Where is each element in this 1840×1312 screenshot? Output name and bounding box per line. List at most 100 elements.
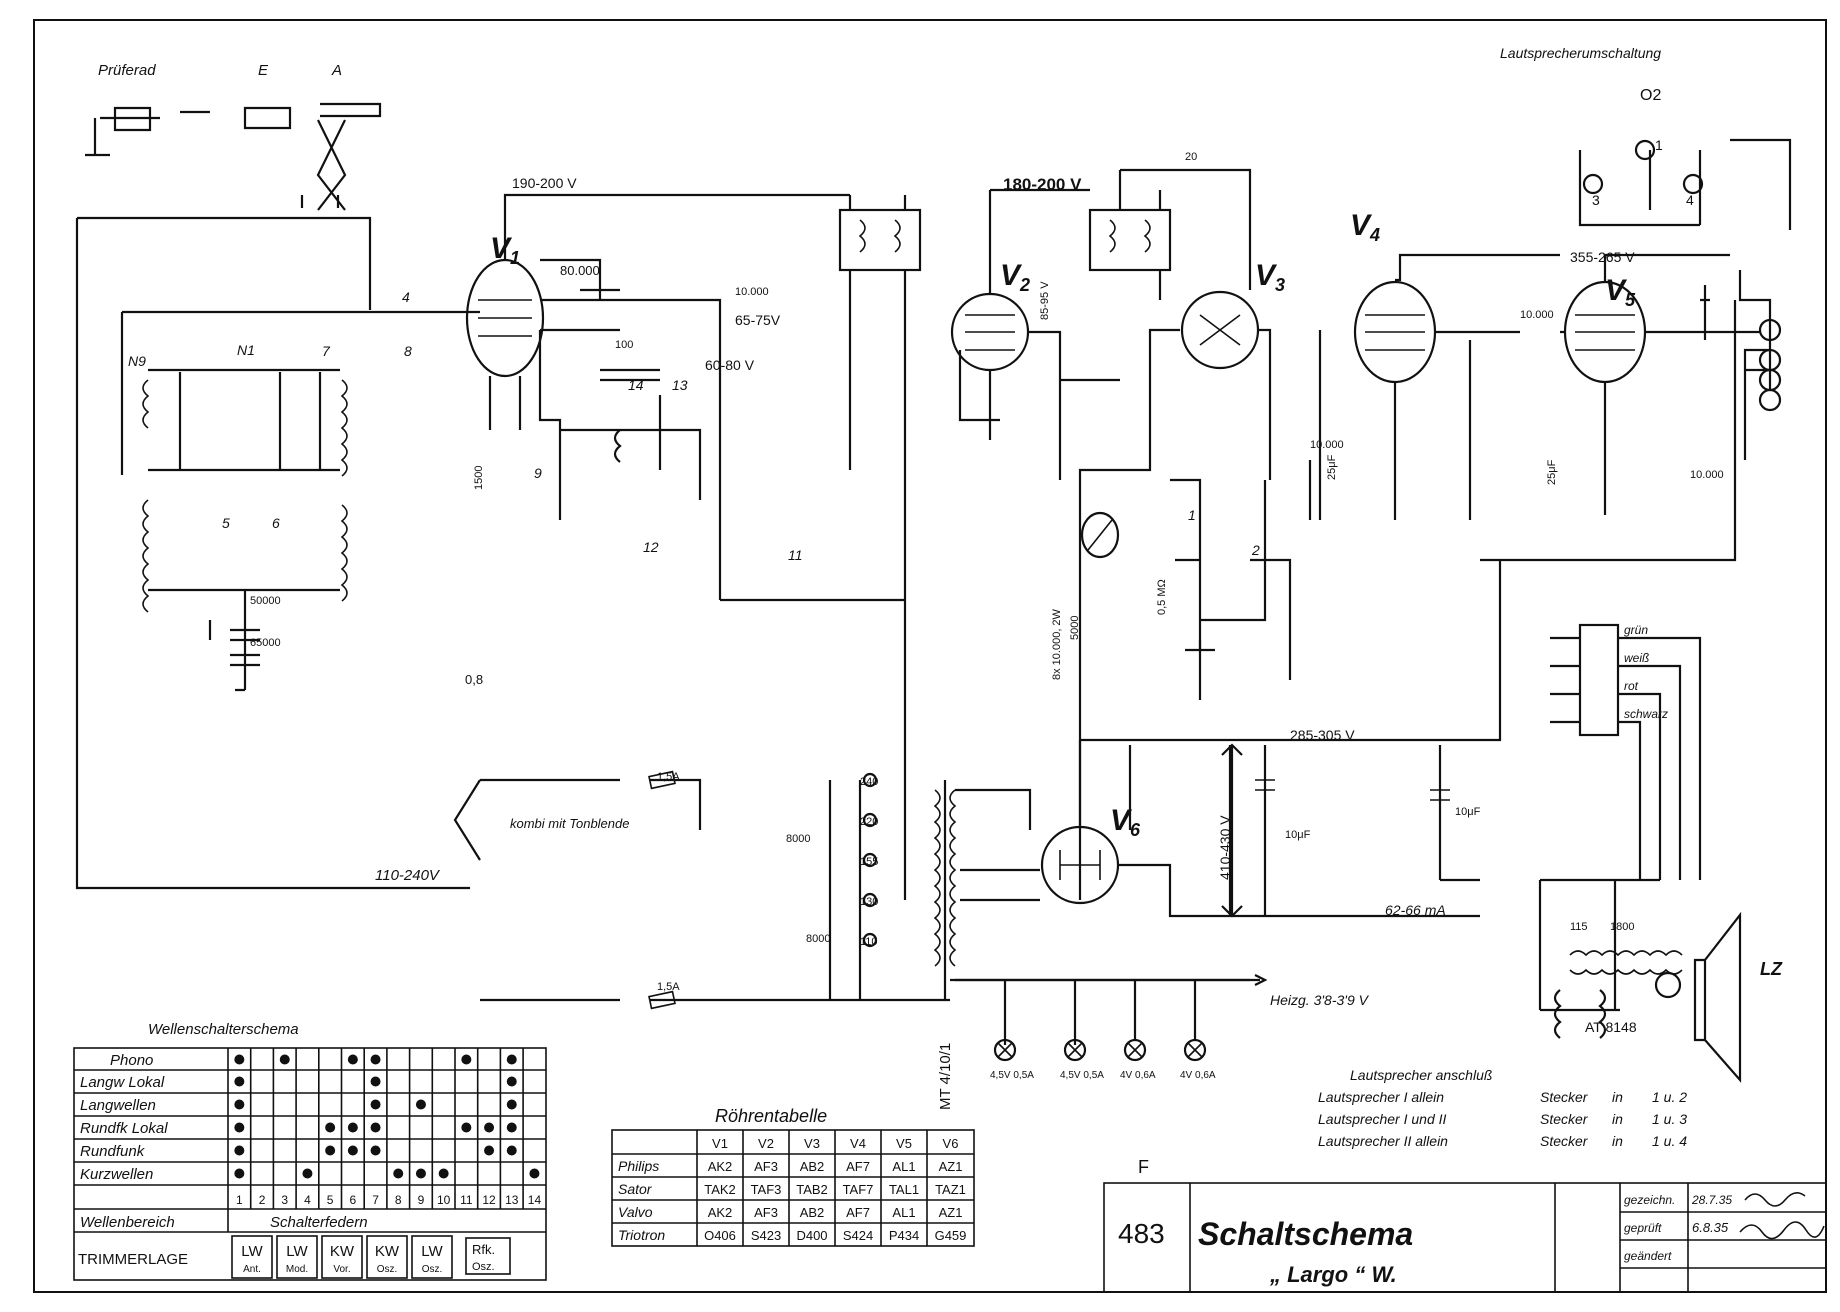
voltage-mains: 110-240V xyxy=(375,867,441,884)
wave-column-lines xyxy=(249,1048,524,1209)
v6-label: V6 xyxy=(1110,804,1141,840)
connector-labels: Prüferad E A Lautsprecherumschaltung O2 … xyxy=(98,45,1783,979)
trim-cell xyxy=(276,1235,318,1279)
wave-dot xyxy=(506,1076,517,1087)
tube-type: AB2 xyxy=(800,1159,825,1174)
tube-col-header: V6 xyxy=(943,1136,959,1151)
tube-type: AF7 xyxy=(846,1205,870,1220)
wave-dot xyxy=(347,1122,358,1133)
speaker-conn-plug: Stecker xyxy=(1540,1089,1589,1105)
pruferad-label: Prüferad xyxy=(98,62,156,79)
trim-cell xyxy=(231,1235,273,1279)
v5-label: V5 xyxy=(1605,274,1636,310)
tube-type: TAZ1 xyxy=(935,1182,966,1197)
wave-dot xyxy=(234,1168,245,1179)
trim-band: KW xyxy=(375,1243,400,1260)
wave-dot xyxy=(279,1054,290,1065)
trim-band: KW xyxy=(330,1243,355,1260)
pin3-label: 3 xyxy=(1592,192,1600,208)
switch-8: 8 xyxy=(404,343,412,359)
wave-col-number: 5 xyxy=(327,1193,334,1207)
voltage-190: 190-200 V xyxy=(512,175,577,191)
tube-maker: Sator xyxy=(618,1181,653,1197)
trim-band: LW xyxy=(286,1243,308,1260)
trim-label: TRIMMERLAGE xyxy=(78,1251,188,1268)
tube-col-header: V5 xyxy=(896,1136,912,1151)
res-08: 0,8 xyxy=(465,672,483,687)
trim-band: LW xyxy=(241,1243,263,1260)
wave-dot xyxy=(325,1145,336,1156)
wave-dot xyxy=(415,1099,426,1110)
tube-type: AZ1 xyxy=(939,1205,963,1220)
speaker-switch-label: Lautsprecherumschaltung xyxy=(1500,45,1661,61)
wave-dot xyxy=(234,1054,245,1065)
wave-col-number: 14 xyxy=(528,1193,542,1207)
wave-dot xyxy=(370,1145,381,1156)
trim-stage: Osz. xyxy=(422,1264,443,1275)
res-5000: 5000 xyxy=(1069,616,1081,640)
wave-dot xyxy=(506,1054,517,1065)
speaker-conn-desc: Lautsprecher II allein xyxy=(1318,1133,1448,1149)
cap-80000: 80.000 xyxy=(560,263,600,278)
voltage-60: 60-80 V xyxy=(705,357,755,373)
cap-10000-c: 10.000 xyxy=(1520,309,1554,321)
wave-row-label: Kurzwellen xyxy=(80,1166,153,1183)
wave-range-label: Wellenbereich xyxy=(80,1214,175,1231)
wave-col-number: 6 xyxy=(350,1193,357,1207)
tube-maker: Valvo xyxy=(618,1204,653,1220)
wire-gruen: grün xyxy=(1624,623,1648,637)
current-ma: 62-66 mA xyxy=(1385,902,1446,918)
cap-25uf-b: 25μF xyxy=(1546,459,1558,485)
tube-type: O406 xyxy=(704,1228,736,1243)
wave-col-number: 10 xyxy=(437,1193,451,1207)
tube-type: TAF7 xyxy=(843,1182,874,1197)
wave-row-label: Langwellen xyxy=(80,1097,156,1114)
kombi-note: kombi mit Tonblende xyxy=(510,816,629,831)
v1-label: V1 xyxy=(490,232,520,268)
tap-220: 220 xyxy=(860,816,878,828)
wave-col-number: 7 xyxy=(372,1193,379,1207)
tube-type: AL1 xyxy=(892,1159,915,1174)
tube-type: AF7 xyxy=(846,1159,870,1174)
switch-7: 7 xyxy=(322,343,331,359)
switch-13: 13 xyxy=(672,377,688,393)
wave-dot xyxy=(370,1076,381,1087)
wave-table-title: Wellenschalterschema xyxy=(148,1021,299,1038)
tube-type: TAL1 xyxy=(889,1182,919,1197)
wave-dot xyxy=(302,1168,313,1179)
signature xyxy=(1739,1192,1825,1240)
wave-dot xyxy=(393,1168,404,1179)
speaker-conn-row: Lautsprecher I allein Stecker in 1 u. 2 xyxy=(1318,1089,1687,1105)
transformer-at: AT 8148 xyxy=(1585,1019,1637,1035)
tube-type: AK2 xyxy=(708,1159,733,1174)
voltage-410: 410-430 V xyxy=(1217,815,1233,880)
o2-label: O2 xyxy=(1640,87,1661,104)
lamp-label-3: 4V 0,6A xyxy=(1120,1070,1156,1081)
wave-col-number: 1 xyxy=(236,1193,243,1207)
checked-date: 6.8.35 xyxy=(1692,1220,1729,1235)
wave-col-number: 12 xyxy=(482,1193,496,1207)
wave-dot xyxy=(370,1099,381,1110)
trim-cell xyxy=(366,1235,408,1279)
speaker-conn-plug: Stecker xyxy=(1540,1111,1589,1127)
switch-2: 2 xyxy=(1251,542,1260,558)
tap-110: 110 xyxy=(860,936,878,948)
speaker-connection-note: Lautsprecher anschluß Lautsprecher I all… xyxy=(1318,1067,1687,1149)
speaker-conn-title: Lautsprecher anschluß xyxy=(1350,1067,1492,1083)
switch-springs-label: Schalterfedern xyxy=(270,1214,368,1231)
speaker-conn-in: in xyxy=(1612,1111,1623,1127)
wave-dot xyxy=(438,1168,449,1179)
tube-type: D400 xyxy=(796,1228,827,1243)
cap-100: 100 xyxy=(615,339,633,351)
sheet-subtitle: „ Largo “ W. xyxy=(1269,1262,1397,1287)
at-1800: 1800 xyxy=(1610,921,1634,933)
speaker-conn-plug: Stecker xyxy=(1540,1133,1589,1149)
speaker-conn-in: in xyxy=(1612,1133,1623,1149)
switch-6: 6 xyxy=(272,515,280,531)
tube-type: G459 xyxy=(935,1228,967,1243)
